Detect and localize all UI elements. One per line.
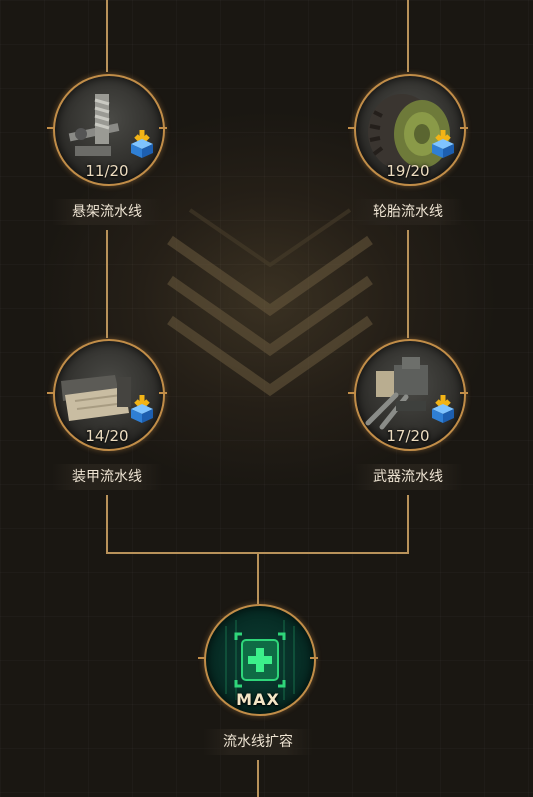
suspension-icon <box>68 94 120 156</box>
node-expansion[interactable]: MAX <box>198 598 318 718</box>
node-count: 14/20 <box>85 427 129 445</box>
node-label: 悬架流水线 <box>52 199 162 225</box>
node-ring <box>53 339 165 451</box>
upgrade-box-icon <box>131 130 153 158</box>
max-badge: MAX <box>236 690 280 709</box>
node-label: 流水线扩容 <box>203 729 313 755</box>
node-suspension[interactable]: 11/20 <box>47 68 167 188</box>
connector-right-top <box>407 0 409 72</box>
background-chevron-emblem <box>167 208 373 397</box>
node-label: 装甲流水线 <box>52 464 162 490</box>
node-armor[interactable]: 14/20 <box>47 333 167 453</box>
node-label: 轮胎流水线 <box>353 199 463 225</box>
connector-left-bottom <box>106 495 108 553</box>
plus-icon <box>225 620 295 700</box>
node-count: 11/20 <box>85 162 129 180</box>
node-ring <box>354 339 466 451</box>
node-ring <box>53 74 165 186</box>
upgrade-box-icon <box>432 395 454 423</box>
connector-center-down <box>257 552 259 604</box>
node-weapon[interactable]: 17/20 <box>348 333 468 453</box>
node-count: 19/20 <box>386 162 430 180</box>
node-tire[interactable]: 19/20 <box>348 68 468 188</box>
connector-right-mid <box>407 230 409 338</box>
upgrade-box-icon <box>131 395 153 423</box>
node-count: 17/20 <box>386 427 430 445</box>
connector-center-bottom <box>257 760 259 797</box>
connector-left-top <box>106 0 108 72</box>
node-label: 武器流水线 <box>353 464 463 490</box>
connector-left-mid <box>106 230 108 338</box>
weapon-icon <box>365 357 428 430</box>
upgrade-box-icon <box>432 130 454 158</box>
connector-right-bottom <box>407 495 409 553</box>
armor-icon <box>61 375 131 421</box>
node-ring <box>204 604 316 716</box>
